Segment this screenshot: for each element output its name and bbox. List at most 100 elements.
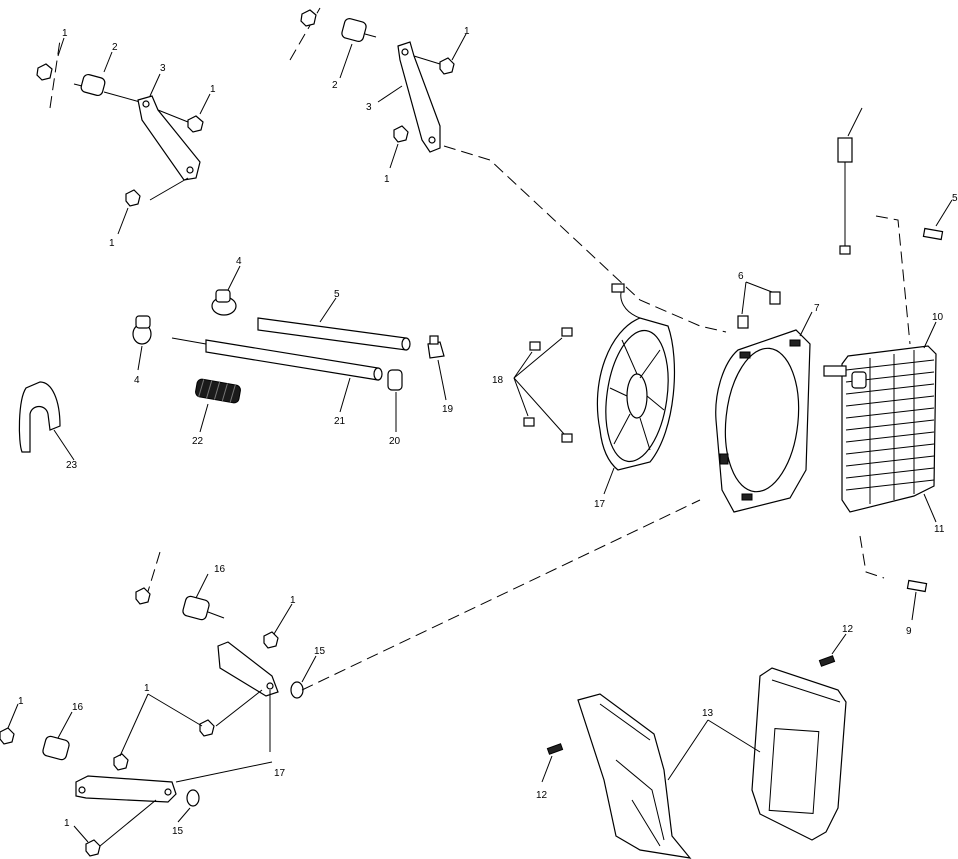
callout-label: 3 — [160, 63, 166, 74]
alignment-dash-line — [301, 499, 701, 691]
callout-label: 4 — [236, 256, 242, 267]
shroud-tab — [741, 493, 753, 501]
callout-leader — [745, 281, 773, 293]
leader-dash — [145, 551, 161, 599]
radiator-fitting — [851, 371, 867, 389]
screw-part-18 — [523, 417, 535, 427]
callout-label: 5 — [952, 193, 958, 204]
washer-part-15 — [186, 789, 200, 807]
fan-connector — [611, 283, 625, 293]
callout-label: 21 — [334, 416, 346, 427]
callout-leader — [911, 591, 917, 621]
callout-leader — [923, 321, 937, 349]
callout-leader — [513, 377, 529, 417]
callout-label: 6 — [738, 271, 744, 282]
rubber-mount-part-2 — [341, 18, 367, 42]
axis-line — [99, 799, 157, 847]
callout-label: 16 — [72, 702, 84, 713]
callout-leader — [301, 655, 317, 683]
rubber-mount-part-16 — [42, 735, 70, 761]
callout-leader — [513, 377, 565, 435]
nut-part-1 — [187, 115, 204, 133]
callout-label: 1 — [464, 26, 470, 37]
callout-label: 1 — [109, 238, 115, 249]
callout-label: 1 — [64, 818, 70, 829]
panel-cutout — [768, 728, 820, 814]
bracket-hole — [142, 100, 150, 108]
callout-label: 9 — [906, 626, 912, 637]
nut-part-1 — [135, 587, 151, 605]
callout-label: 1 — [144, 683, 150, 694]
cooling-fan-part-17: 17 — [594, 283, 676, 510]
screw-part-18 — [529, 341, 541, 351]
side-panel-right — [751, 667, 847, 841]
bolt-part-9 — [906, 579, 928, 593]
callout-label: 7 — [814, 303, 820, 314]
bolt-part-5 — [922, 227, 944, 241]
bracket-hole — [164, 788, 172, 796]
callout-leader — [389, 143, 399, 169]
washer-part-15 — [290, 681, 304, 699]
bracket-hole — [266, 682, 274, 690]
cable-clamp-part-23 — [18, 381, 61, 453]
callout-leader — [513, 351, 533, 379]
bracket-assembly-top-center: 2 3 1 1 — [289, 7, 470, 185]
callout-label: 16 — [214, 564, 226, 575]
coolant-hose-part-21 — [205, 339, 379, 381]
callout-leader — [273, 603, 293, 635]
hose-spring-part-22 — [195, 378, 241, 404]
callout-leader — [319, 297, 337, 323]
hoses-and-clamps: 4 4 5 21 22 20 — [18, 256, 454, 471]
shroud-tab — [789, 339, 801, 347]
fan-shroud-part-7: 7 — [715, 303, 820, 513]
axis-line — [149, 177, 189, 201]
callout-label: 2 — [112, 42, 118, 53]
alignment-dash-line — [859, 535, 885, 579]
callout-leader — [935, 199, 953, 227]
callout-label: 10 — [932, 312, 944, 323]
callout-label: 18 — [492, 375, 504, 386]
callout-label: 3 — [366, 102, 372, 113]
callout-leader — [799, 311, 813, 337]
callout-leader — [7, 703, 19, 729]
clamp-screw — [135, 315, 151, 329]
callout-leader — [831, 633, 847, 655]
nut-part-1 — [125, 189, 141, 207]
screw-part-18 — [561, 433, 573, 443]
callout-label: 22 — [192, 436, 204, 447]
screw-part-18 — [561, 327, 573, 337]
nut-part-1 — [263, 631, 279, 649]
callout-leader — [137, 345, 143, 371]
bracket-assembly-top-left: 1 2 3 1 1 — [36, 28, 216, 249]
callout-label: 5 — [334, 289, 340, 300]
shroud-tab — [719, 453, 729, 465]
screws-part-18: 18 — [492, 327, 573, 443]
callout-leader — [667, 719, 709, 781]
callout-label: 1 — [210, 84, 216, 95]
bracket-hole — [78, 786, 86, 794]
axis-line — [171, 337, 207, 345]
nut-part-1 — [36, 63, 53, 81]
nut-part-1 — [300, 9, 317, 27]
shroud-tab — [739, 351, 751, 359]
bracket-part-3 — [137, 95, 201, 181]
callout-leader — [117, 207, 129, 235]
axis-line — [103, 91, 141, 103]
callout-label: 19 — [442, 404, 454, 415]
callout-label: 15 — [314, 646, 326, 657]
axis-line — [413, 55, 441, 65]
callout-leader — [339, 377, 351, 413]
callout-leader — [57, 37, 65, 57]
callout-leader — [147, 693, 203, 727]
callout-label: 17 — [594, 499, 606, 510]
nut-part-1 — [0, 727, 15, 745]
callout-leader — [73, 825, 89, 843]
panel-detail — [771, 679, 841, 703]
leader-dash — [289, 7, 321, 61]
callout-label: 1 — [290, 595, 296, 606]
callout-label: 11 — [934, 524, 945, 535]
shroud-opening — [724, 347, 800, 493]
hose-clamp-part-20 — [387, 369, 403, 391]
callout-label: 17 — [274, 768, 286, 779]
